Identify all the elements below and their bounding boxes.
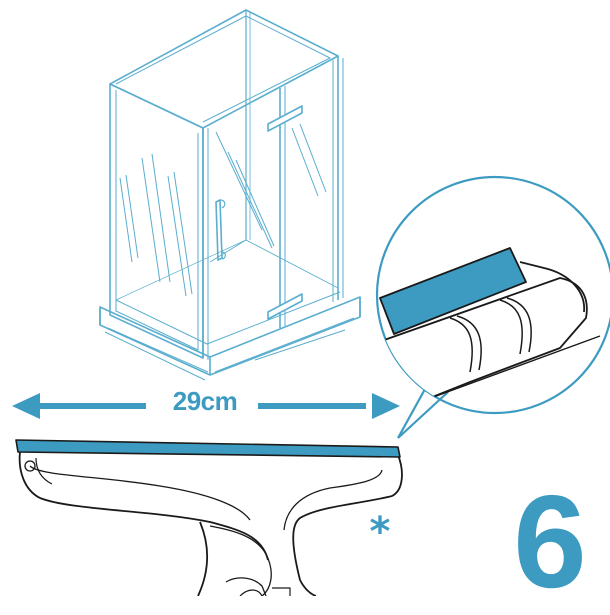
step-number: 6: [513, 468, 587, 615]
magnifier-callout-icon: [375, 175, 610, 439]
squeegee-blade-icon: [15, 439, 403, 597]
instruction-diagram: 29cm * 6: [12, 9, 610, 608]
dimension-arrow-icon: [12, 393, 400, 419]
footnote-asterisk: *: [369, 509, 391, 555]
width-dimension-label: 29cm: [172, 386, 238, 416]
shower-enclosure-icon: [99, 9, 361, 381]
